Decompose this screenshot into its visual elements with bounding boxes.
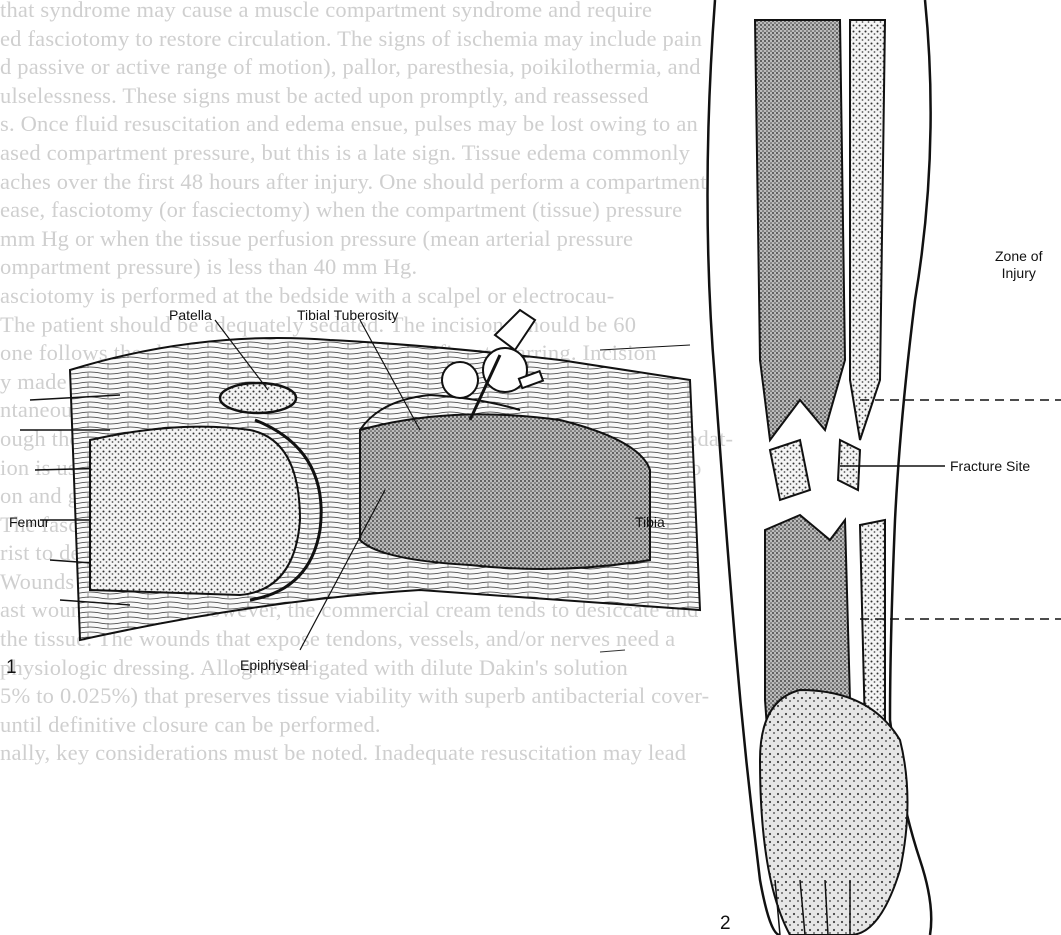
label-epiphyseal: Epiphyseal	[240, 657, 309, 673]
label-zone-of-injury: Zone of Injury	[995, 248, 1042, 282]
label-tibia: Tibia	[635, 514, 665, 530]
figure2-number: 2	[720, 914, 731, 934]
figure1-number: 1	[6, 658, 17, 678]
label-patella: Patella	[169, 307, 212, 323]
label-tibial-tuberosity: Tibial Tuberosity	[297, 307, 398, 323]
label-femur: Femur	[9, 514, 49, 530]
label-fracture-site: Fracture Site	[950, 458, 1030, 474]
figure1-knee-drawing	[20, 310, 700, 652]
